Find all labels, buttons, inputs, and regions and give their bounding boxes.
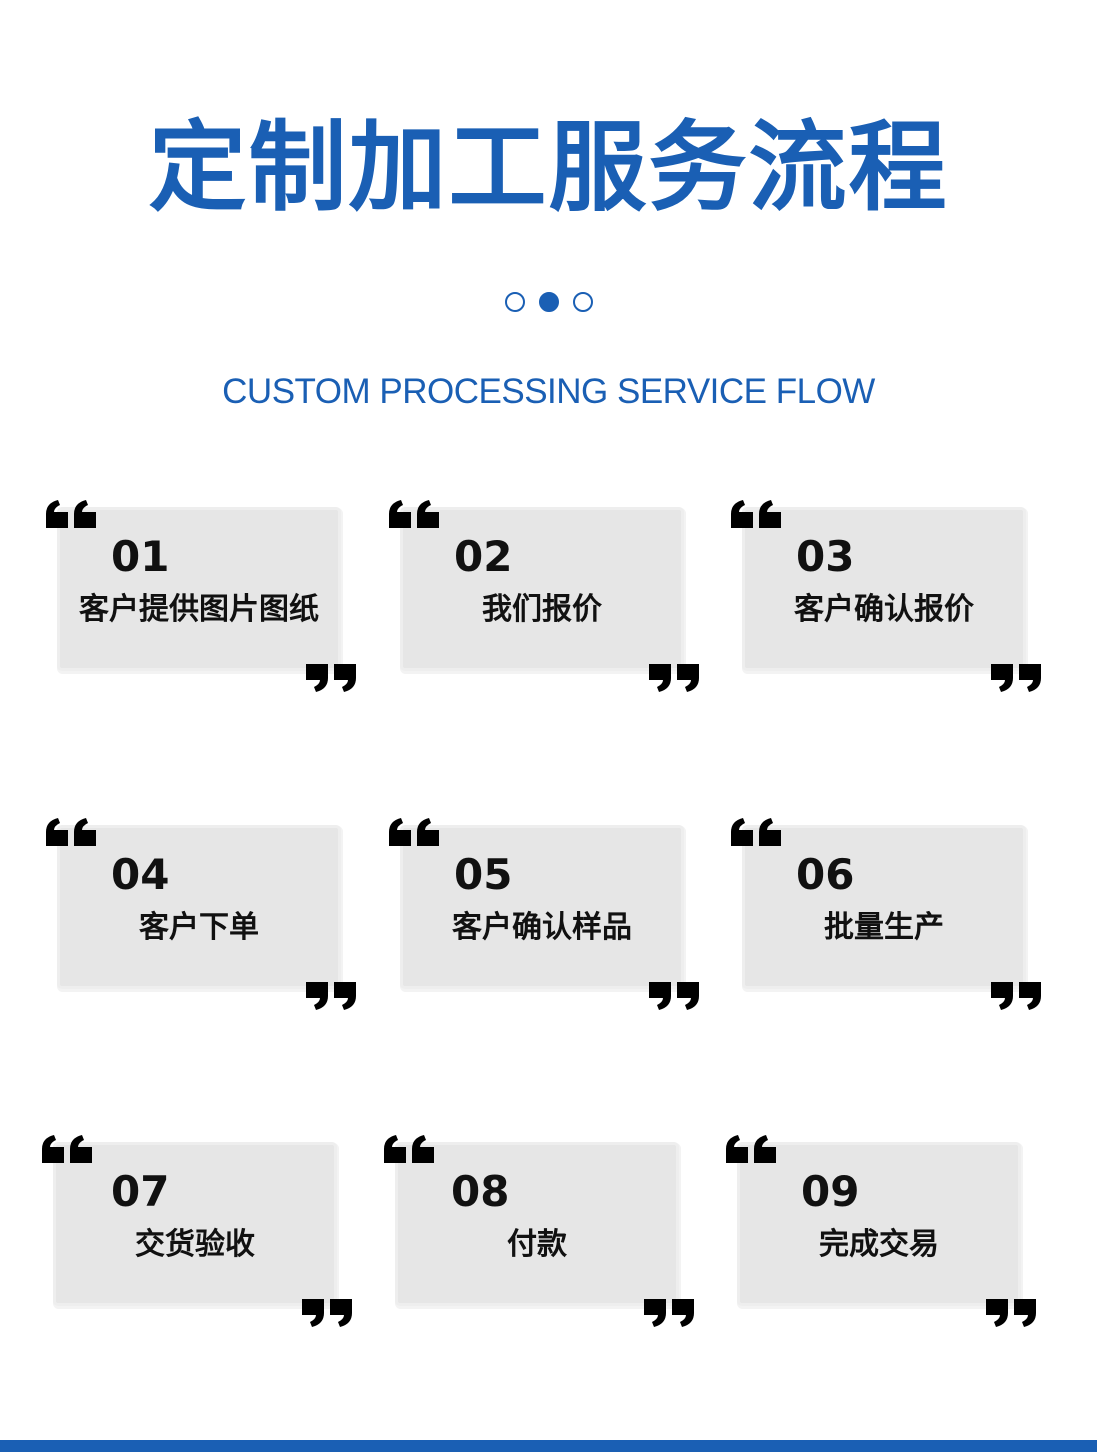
page-subtitle: CUSTOM PROCESSING SERVICE FLOW	[222, 372, 875, 411]
card-background	[745, 510, 1023, 668]
open-quote-icon	[46, 500, 96, 528]
bottom-accent-bar	[0, 1440, 1097, 1452]
step-label: 交货验收	[135, 1227, 255, 1262]
close-quote-icon	[649, 982, 699, 1010]
step-card: 03 客户确认报价	[729, 500, 1041, 692]
card-background	[398, 1145, 676, 1303]
step-card: 09 完成交易	[724, 1135, 1036, 1327]
step-number: 05	[454, 850, 513, 899]
step-card: 08 付款	[382, 1135, 694, 1327]
step-number: 02	[454, 532, 513, 581]
pagination-dot[interactable]	[504, 292, 525, 312]
step-card: 07 交货验收	[40, 1135, 352, 1327]
close-quote-icon	[644, 1299, 694, 1327]
step-label: 付款	[507, 1227, 567, 1262]
step-number: 01	[111, 532, 170, 581]
card-background	[60, 828, 338, 986]
step-label: 我们报价	[482, 592, 602, 627]
pagination-dots	[0, 292, 1097, 312]
step-label: 完成交易	[819, 1227, 939, 1262]
step-card: 02 我们报价	[387, 500, 699, 692]
open-quote-icon	[726, 1135, 776, 1163]
step-number: 07	[111, 1167, 170, 1216]
step-label: 客户提供图片图纸	[79, 592, 319, 627]
open-quote-icon	[731, 818, 781, 846]
step-number: 08	[451, 1167, 510, 1216]
card-background	[56, 1145, 334, 1303]
open-quote-icon	[42, 1135, 92, 1163]
card-background	[403, 828, 681, 986]
pagination-dot[interactable]	[572, 292, 593, 312]
card-background	[740, 1145, 1018, 1303]
open-quote-icon	[389, 500, 439, 528]
step-label: 批量生产	[824, 910, 944, 945]
step-number: 06	[796, 850, 855, 899]
close-quote-icon	[986, 1299, 1036, 1327]
step-card: 06 批量生产	[729, 818, 1041, 1010]
step-label: 客户确认样品	[452, 910, 632, 945]
close-quote-icon	[302, 1299, 352, 1327]
card-background	[403, 510, 681, 668]
card-background	[745, 828, 1023, 986]
close-quote-icon	[306, 982, 356, 1010]
pagination-dot-active[interactable]	[538, 292, 559, 312]
open-quote-icon	[384, 1135, 434, 1163]
close-quote-icon	[306, 664, 356, 692]
step-card: 05 客户确认样品	[387, 818, 699, 1010]
open-quote-icon	[46, 818, 96, 846]
card-background	[60, 510, 338, 668]
step-number: 09	[801, 1167, 860, 1216]
step-card: 04 客户下单	[44, 818, 356, 1010]
step-label: 客户确认报价	[794, 592, 974, 627]
step-card: 01 客户提供图片图纸	[44, 500, 356, 692]
page-title: 定制加工服务流程	[148, 111, 949, 225]
step-label: 客户下单	[139, 910, 259, 945]
close-quote-icon	[991, 982, 1041, 1010]
close-quote-icon	[649, 664, 699, 692]
open-quote-icon	[731, 500, 781, 528]
close-quote-icon	[991, 664, 1041, 692]
step-number: 03	[796, 532, 855, 581]
open-quote-icon	[389, 818, 439, 846]
step-number: 04	[111, 850, 170, 899]
